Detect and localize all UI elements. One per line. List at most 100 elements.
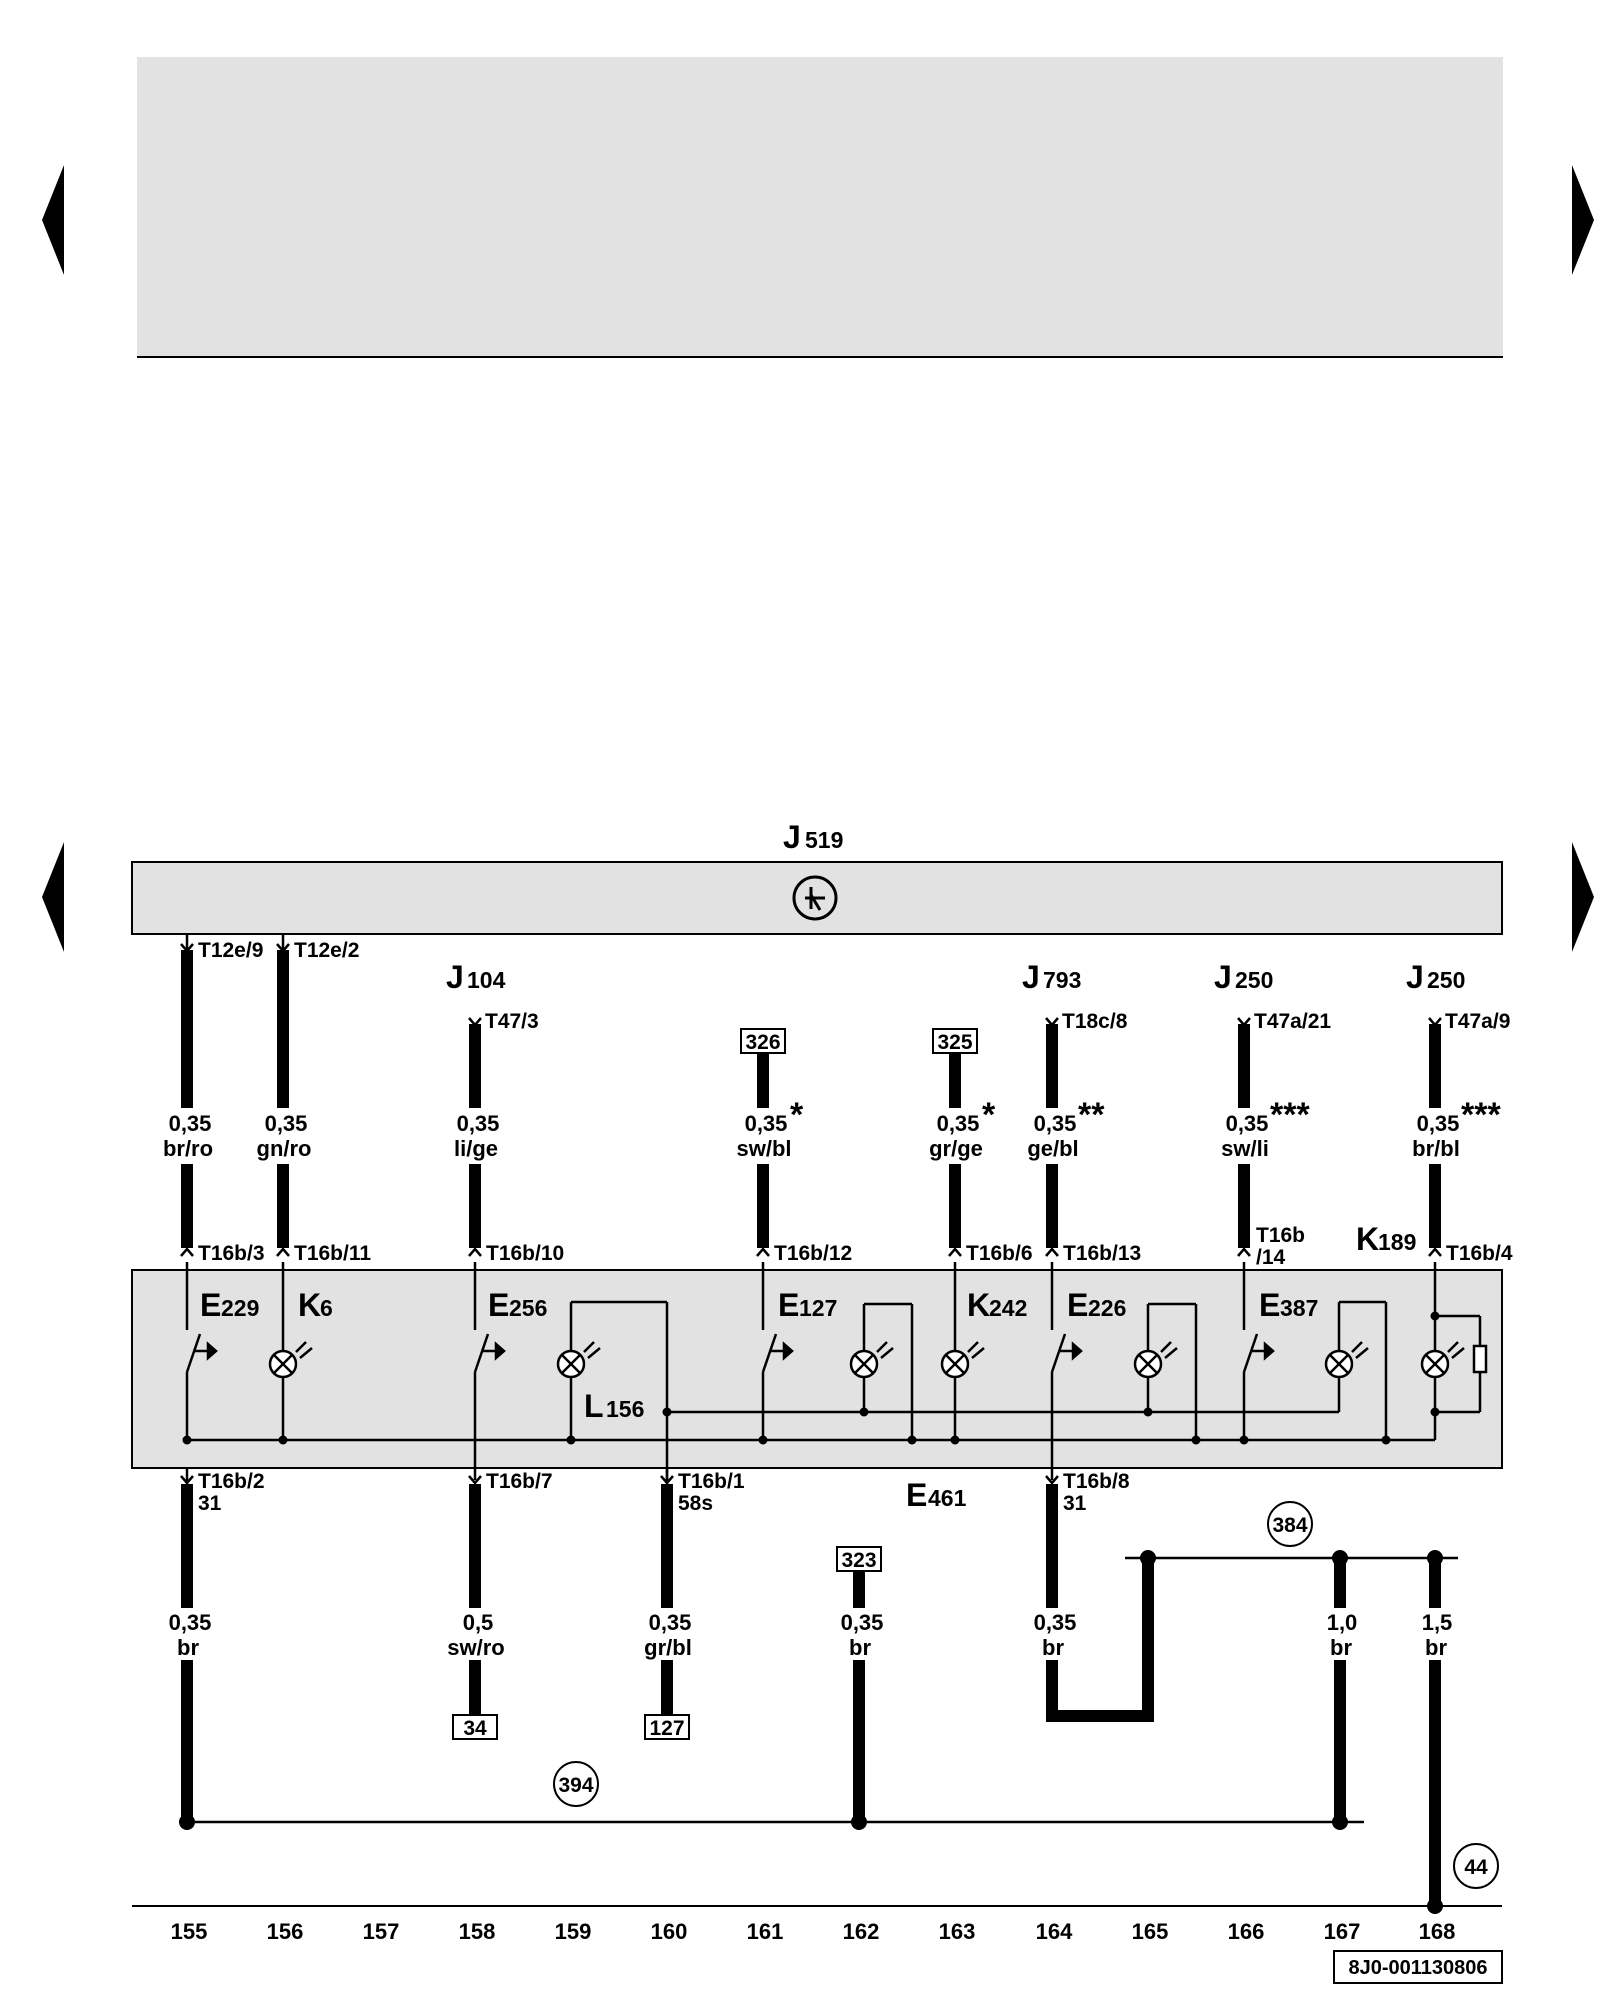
ref-box-325 bbox=[932, 1028, 978, 1054]
transistor-symbol-icon bbox=[792, 875, 838, 921]
previous-page-arrow-top[interactable] bbox=[42, 165, 64, 275]
column-number: 165 bbox=[1132, 1919, 1169, 1944]
ref-box-326-label: 326 bbox=[745, 1031, 780, 1054]
lamp-k6-icon bbox=[268, 1341, 313, 1379]
switch-e127-icon bbox=[761, 1333, 794, 1373]
wire-size-158: 0,35 bbox=[457, 1111, 500, 1136]
wire-size-160-lower: 0,35 bbox=[649, 1610, 692, 1635]
ref-box-34 bbox=[452, 1714, 498, 1740]
wire-size-168: 0,35 bbox=[1417, 1111, 1460, 1136]
lamp-k189-icon bbox=[1420, 1341, 1465, 1379]
component-k189-name: K bbox=[1356, 1221, 1379, 1257]
wire-color-164: ge/bl bbox=[1027, 1136, 1078, 1161]
component-e127-sub: 127 bbox=[799, 1295, 837, 1321]
lamp-k242-icon bbox=[940, 1341, 985, 1379]
pin-t16b-2-term: 31 bbox=[198, 1492, 222, 1515]
module-j250-a-sub: 250 bbox=[1235, 967, 1273, 993]
pin-t47-3: T47/3 bbox=[485, 1010, 539, 1033]
module-j793-name: J bbox=[1022, 959, 1040, 995]
component-e461-sub: 461 bbox=[928, 1485, 967, 1511]
wire-color-162-lower: br bbox=[849, 1635, 871, 1660]
component-k242-sub: 242 bbox=[989, 1295, 1027, 1321]
ground-bus-junctions bbox=[179, 1550, 1443, 1914]
pin-t47a-21: T47a/21 bbox=[1254, 1010, 1331, 1033]
connection-ref-384 bbox=[1267, 1501, 1313, 1547]
pin-t12e-9: T12e/9 bbox=[198, 939, 263, 962]
module-j104-name: J bbox=[446, 959, 464, 995]
ref-box-323 bbox=[836, 1546, 882, 1572]
ref-box-127 bbox=[644, 1714, 690, 1740]
wire-size-164-lower: 0,35 bbox=[1034, 1610, 1077, 1635]
component-k6-sub: 6 bbox=[320, 1295, 333, 1321]
wire-size-163: 0,35 bbox=[937, 1111, 980, 1136]
ref-box-323-label: 323 bbox=[841, 1549, 876, 1572]
wire-color-158-lower: sw/ro bbox=[447, 1635, 504, 1660]
wire-size-168-lower: 1,5 bbox=[1422, 1610, 1453, 1635]
wire-color-167-lower: br bbox=[1330, 1635, 1352, 1660]
ref-box-34-label: 34 bbox=[463, 1717, 487, 1740]
ref-box-127-label: 127 bbox=[649, 1717, 684, 1740]
wire-color-158: li/ge bbox=[454, 1136, 498, 1161]
column-number: 158 bbox=[459, 1919, 496, 1944]
column-number: 157 bbox=[363, 1919, 400, 1944]
connection-ref-394 bbox=[553, 1761, 599, 1807]
module-j250-a-name: J bbox=[1214, 959, 1232, 995]
component-e387-name: E bbox=[1259, 1287, 1280, 1323]
component-e256-sub: 256 bbox=[509, 1295, 547, 1321]
top-blank-panel bbox=[137, 57, 1503, 357]
switch-e229-icon bbox=[185, 1333, 218, 1373]
wire-color-160-lower: gr/bl bbox=[644, 1635, 692, 1660]
switch-e226-icon bbox=[1050, 1333, 1083, 1373]
module-j104-sub: 104 bbox=[467, 967, 506, 993]
lamp-e127-icon bbox=[849, 1341, 894, 1379]
component-e461-name: E bbox=[906, 1477, 927, 1513]
module-j793-sub: 793 bbox=[1043, 967, 1081, 993]
module-j250-b-name: J bbox=[1406, 959, 1424, 995]
column-number: 164 bbox=[1036, 1919, 1073, 1944]
next-page-arrow-top[interactable] bbox=[1572, 165, 1594, 275]
wire-size-158-lower: 0,5 bbox=[463, 1610, 494, 1635]
module-j250-b-sub: 250 bbox=[1427, 967, 1465, 993]
wire-mark-163: * bbox=[982, 1096, 996, 1134]
pin-t16b-8-term: 31 bbox=[1063, 1492, 1087, 1515]
component-l156-sub: 156 bbox=[606, 1396, 644, 1422]
component-e127-name: E bbox=[778, 1287, 799, 1323]
wire-color-168: br/bl bbox=[1412, 1136, 1460, 1161]
wire-mark-168: *** bbox=[1461, 1096, 1501, 1134]
wire-size-161: 0,35 bbox=[745, 1111, 788, 1136]
column-number: 161 bbox=[747, 1919, 784, 1944]
lamp-symbols bbox=[268, 1341, 1465, 1379]
wire-size-162-lower: 0,35 bbox=[841, 1610, 884, 1635]
switch-block-e461 bbox=[131, 1269, 1503, 1469]
component-l156-name: L bbox=[584, 1388, 604, 1424]
previous-page-arrow-bottom[interactable] bbox=[42, 842, 64, 952]
switch-pin-marks bbox=[180, 1247, 1442, 1257]
switch-block-junctions bbox=[182, 1311, 1440, 1445]
column-number: 155 bbox=[171, 1919, 208, 1944]
wire-color-156: gn/ro bbox=[257, 1136, 312, 1161]
pin-t16b-4: T16b/4 bbox=[1446, 1242, 1513, 1265]
pin-t18c-8: T18c/8 bbox=[1062, 1010, 1128, 1033]
pin-t12e-2: T12e/2 bbox=[294, 939, 359, 962]
upper-wires-lower-segments bbox=[181, 1164, 1441, 1248]
wire-color-163: gr/ge bbox=[929, 1136, 983, 1161]
component-e229-name: E bbox=[200, 1287, 221, 1323]
component-e226-name: E bbox=[1067, 1287, 1088, 1323]
controller-j519-sub: 519 bbox=[805, 827, 843, 853]
column-number: 159 bbox=[555, 1919, 592, 1944]
pin-t16b-3: T16b/3 bbox=[198, 1242, 265, 1265]
next-page-arrow-bottom[interactable] bbox=[1572, 842, 1594, 952]
component-e229-sub: 229 bbox=[221, 1295, 259, 1321]
wire-color-155-lower: br bbox=[177, 1635, 199, 1660]
wire-color-164-lower: br bbox=[1042, 1635, 1064, 1660]
column-number: 166 bbox=[1228, 1919, 1265, 1944]
component-k189-sub: 189 bbox=[1378, 1229, 1416, 1255]
wire-size-166: 0,35 bbox=[1226, 1111, 1269, 1136]
column-number: 163 bbox=[939, 1919, 976, 1944]
controller-j519-name: J bbox=[783, 819, 801, 855]
pin-t16b-1: T16b/1 bbox=[678, 1470, 745, 1493]
wire-size-156: 0,35 bbox=[265, 1111, 308, 1136]
pin-t16b-11: T16b/11 bbox=[294, 1242, 371, 1265]
ref-box-325-label: 325 bbox=[937, 1031, 972, 1054]
